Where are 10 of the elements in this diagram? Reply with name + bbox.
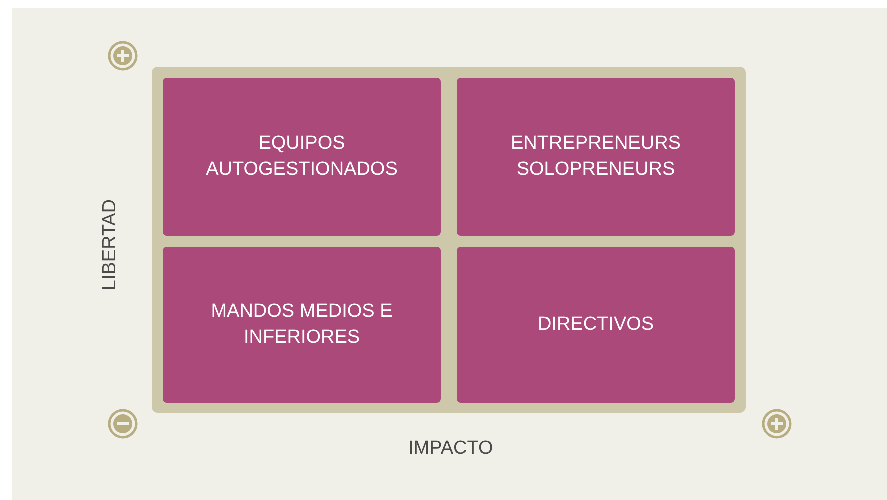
axis-label: IMPACTO	[408, 438, 494, 460]
quadrant-box	[457, 78, 735, 236]
quadrant-label: DIRECTIVOS	[538, 313, 654, 337]
axis-label: LIBERTAD	[99, 199, 122, 291]
quadrant-label: EQUIPOS AUTOGESTIONADOS	[205, 132, 399, 182]
quadrant-label: ENTREPRENEURS SOLOPRENEURS	[510, 132, 682, 182]
quadrant-box	[457, 247, 735, 403]
quadrant-box	[163, 247, 441, 403]
quadrant-box	[163, 78, 441, 236]
quadrant-label: MANDOS MEDIOS E INFERIORES	[210, 300, 394, 350]
